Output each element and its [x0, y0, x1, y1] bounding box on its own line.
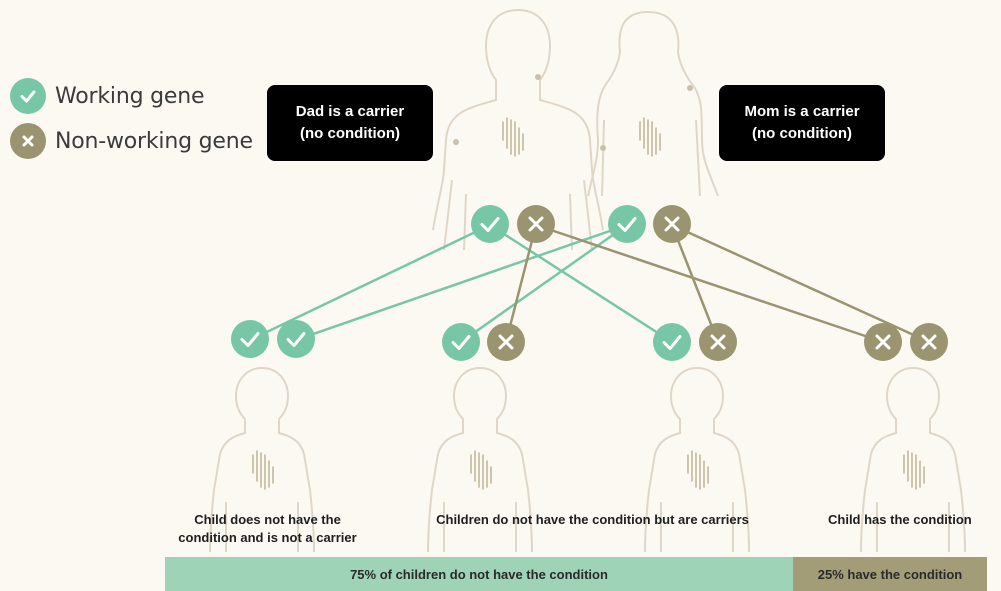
x-icon	[10, 123, 46, 159]
carriers-label: Children do not have the condition but a…	[436, 512, 749, 527]
dad-label-line1: Dad is a carrier	[295, 103, 405, 120]
dad-silhouette	[432, 9, 604, 251]
dad-working-gene	[471, 205, 509, 243]
mom-working-gene	[608, 205, 646, 243]
affected-bar: 25% have the condition	[793, 557, 987, 591]
check-icon	[10, 78, 46, 114]
child4-genes	[864, 323, 948, 361]
child1-label-line2: condition and is not a carrier	[178, 530, 357, 545]
legend-nonworking: Non-working gene	[10, 123, 253, 159]
mom-label-line1: Mom is a carrier	[744, 103, 860, 120]
legend-working-label: Working gene	[55, 83, 205, 109]
unaffected-bar-label: 75% of children do not have the conditio…	[350, 566, 608, 582]
child2-genes	[442, 323, 525, 361]
unaffected-bar: 75% of children do not have the conditio…	[165, 557, 793, 591]
child1-label-line1: Child does not have the	[194, 512, 341, 527]
child3-genes	[653, 323, 737, 361]
child1-genes	[231, 320, 315, 358]
inheritance-lines	[249, 223, 930, 344]
legend-working: Working gene	[10, 78, 205, 114]
affected-bar-label: 25% have the condition	[817, 566, 963, 582]
affected-label: Child has the condition	[828, 512, 972, 527]
dad-nonworking-gene	[517, 205, 555, 243]
legend-nonworking-label: Non-working gene	[55, 128, 253, 154]
mom-silhouette	[587, 11, 719, 197]
mom-label-line2: (no condition)	[752, 125, 852, 142]
dad-label-line2: (no condition)	[300, 125, 400, 142]
dad-label: Dad is a carrier (no condition)	[267, 85, 433, 161]
mom-label: Mom is a carrier (no condition)	[719, 85, 885, 161]
mom-nonworking-gene	[653, 205, 691, 243]
child1-label: Child does not have the condition and is…	[150, 511, 385, 547]
